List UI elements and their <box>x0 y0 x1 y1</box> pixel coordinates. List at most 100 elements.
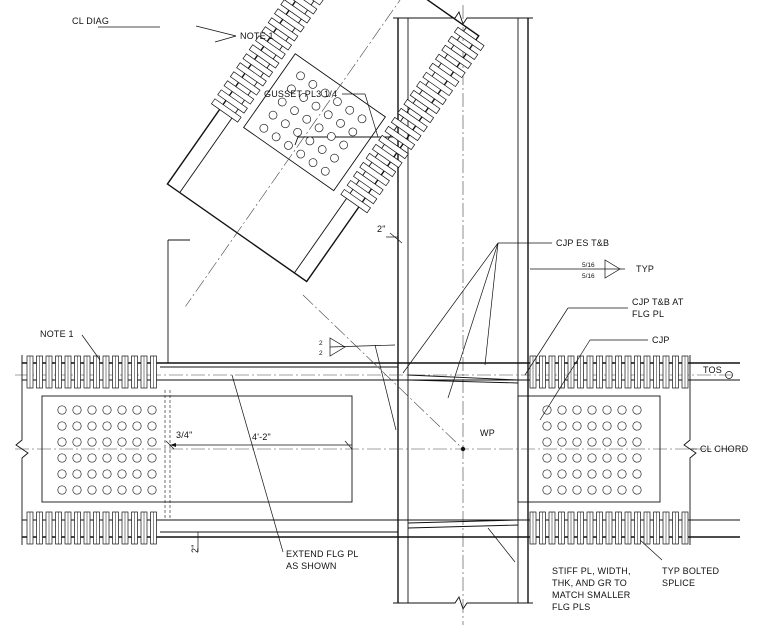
bolt-hole <box>296 149 306 159</box>
diag-bolt <box>352 170 384 196</box>
diag-bolt <box>242 53 274 78</box>
label-note1-left: NOTE 1 <box>40 329 74 339</box>
diag-bolt <box>435 53 466 79</box>
left-web-splice-plate <box>41 395 353 503</box>
bolt-hole <box>102 421 112 431</box>
label-extend-1: EXTEND FLG PL <box>286 549 359 559</box>
work-point-marker <box>460 446 466 452</box>
bolt-hole <box>72 421 82 431</box>
bolt-hole <box>572 453 582 463</box>
diag-bolt <box>223 80 255 105</box>
bolt-hole <box>87 437 97 447</box>
label-extend-2: AS SHOWN <box>286 561 337 571</box>
bolt-hole <box>147 469 157 479</box>
annotations: CL DIAG NOTE 1 GUSSET PL3 1/4 2" CJP ES … <box>40 16 749 612</box>
bolt-hole <box>147 453 157 463</box>
label-weld-bottom: 5/16 <box>582 273 595 280</box>
bolt-hole <box>314 123 324 133</box>
bolt-hole <box>617 485 627 495</box>
bolt-hole <box>277 97 287 107</box>
bolt-hole <box>72 469 82 479</box>
diag-bolt <box>453 26 485 52</box>
bolt-hole <box>602 405 612 415</box>
bolt-hole <box>57 469 67 479</box>
gusset-plate <box>167 136 398 363</box>
diag-bolt <box>416 80 447 106</box>
dimensions <box>165 232 403 552</box>
bolt-hole <box>632 405 642 415</box>
diag-bolt <box>267 17 299 42</box>
bolt-hole <box>632 485 642 495</box>
label-cjp-es: CJP ES T&B <box>556 238 609 248</box>
label-gusset: GUSSET PL3 1/4 <box>264 89 337 99</box>
bolt-hole <box>617 469 627 479</box>
label-dim-small: 3/4" <box>176 430 193 440</box>
diag-bolt <box>359 161 390 187</box>
bolt-hole <box>542 485 552 495</box>
bolt-hole <box>132 421 142 431</box>
bolt-hole <box>132 405 142 415</box>
bolt-hole <box>557 469 567 479</box>
bolt-hole <box>87 421 97 431</box>
chord-flange-bolts <box>26 355 689 545</box>
bolt-hole <box>87 405 97 415</box>
label-dim-long: 4'-2" <box>252 432 271 442</box>
diag-bolt <box>428 62 460 88</box>
bolt-hole <box>632 453 642 463</box>
bolt-hole <box>311 101 321 111</box>
bolt-hole <box>117 421 127 431</box>
bolt-hole <box>333 97 342 106</box>
diag-bolt <box>229 71 261 96</box>
bolt-hole <box>542 421 552 431</box>
diag-bolt <box>217 89 248 114</box>
diag-bolt <box>210 98 242 123</box>
bolt-hole <box>330 153 339 163</box>
diag-bolt <box>280 0 311 24</box>
bolt-hole <box>87 485 97 495</box>
bolt-hole <box>147 405 157 415</box>
diag-bolt <box>365 152 397 178</box>
bolt-hole <box>602 437 612 447</box>
bolt-hole <box>602 485 612 495</box>
bolt-hole <box>259 123 269 133</box>
bolt-hole <box>557 405 567 415</box>
bolt-hole <box>72 437 82 447</box>
bolt-hole <box>572 437 582 447</box>
bolt-hole <box>587 405 597 415</box>
bolt-hole <box>587 453 597 463</box>
bolt-hole <box>57 485 67 495</box>
label-cjp-tb-1: CJP T&B AT <box>632 297 684 307</box>
diag-bolt <box>261 26 293 51</box>
bolt-hole <box>587 437 597 447</box>
diag-bolt <box>441 44 472 70</box>
diag-bolt <box>236 62 267 87</box>
diag-bolt <box>248 44 280 69</box>
label-stiff-4: FLG PLS <box>552 602 590 612</box>
bolt-hole <box>602 453 612 463</box>
bolt-hole <box>271 132 281 142</box>
bolt-hole <box>632 421 642 431</box>
bolt-hole <box>305 136 315 146</box>
bolt-hole <box>290 106 299 115</box>
label-stiff-2: THK, AND GR TO <box>552 578 627 588</box>
label-stiff-3: MATCH SMALLER <box>552 590 631 600</box>
bolt-hole <box>147 437 157 447</box>
bolt-hole <box>57 405 67 415</box>
bolt-hole <box>117 437 127 447</box>
bolt-hole <box>542 453 552 463</box>
label-stiff-1: STIFF PL, WIDTH, <box>552 566 631 576</box>
bolt-hole <box>132 469 142 479</box>
label-cl-chord: CL CHORD <box>700 444 749 454</box>
bolt-hole <box>296 71 305 81</box>
bolt-hole <box>280 119 290 129</box>
bolt-hole <box>117 469 127 479</box>
bolt-hole <box>617 437 627 447</box>
bolt-hole <box>632 469 642 479</box>
bolt-hole <box>287 84 296 94</box>
bolt-hole <box>602 469 612 479</box>
bolt-hole <box>327 132 336 141</box>
diagonal-flange-bolts <box>210 0 485 214</box>
bolt-hole <box>320 88 330 98</box>
left-bolt-holes <box>57 405 157 495</box>
